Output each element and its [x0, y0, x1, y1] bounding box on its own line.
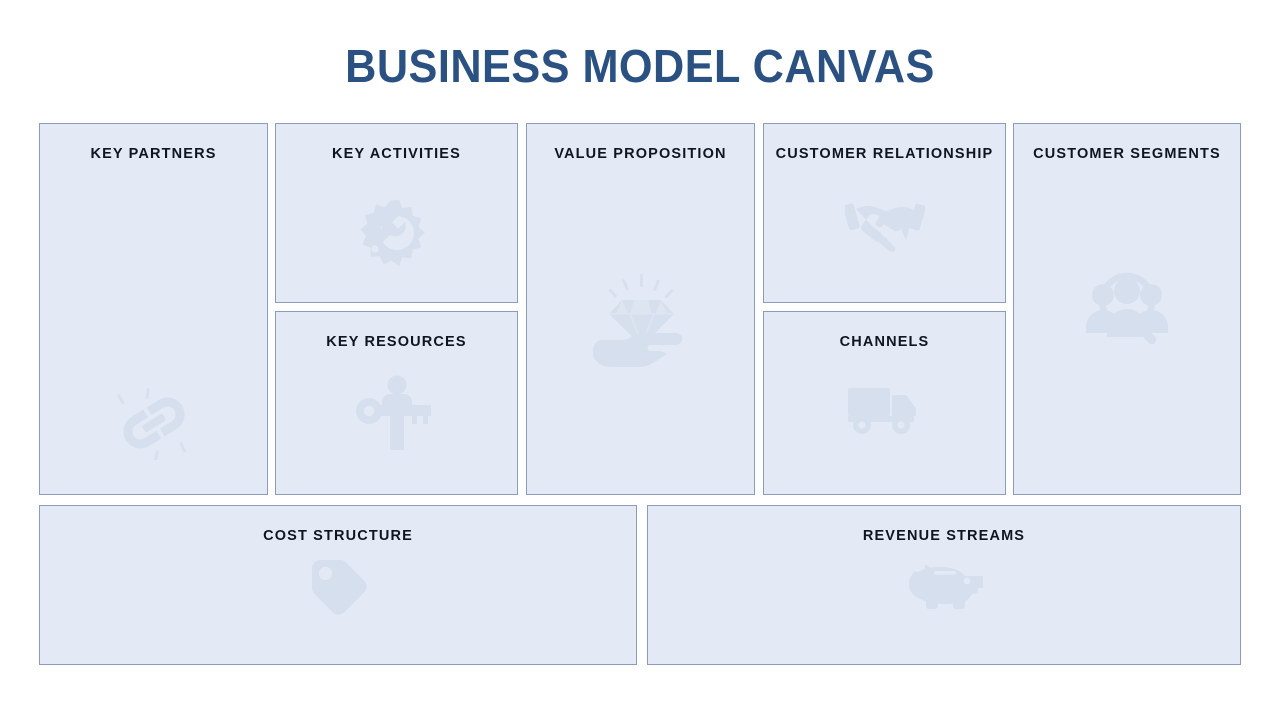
block-value-proposition[interactable]: VALUE PROPOSITION	[526, 123, 755, 495]
block-title-channels: CHANNELS	[839, 334, 930, 350]
block-title-key-activities: KEY ACTIVITIES	[332, 146, 461, 162]
page-title: BUSINESS MODEL CANVAS	[345, 40, 935, 92]
block-revenue-streams[interactable]: REVENUE STREAMS	[647, 505, 1241, 665]
price-tag-icon	[306, 554, 370, 618]
block-title-customer-segments: CUSTOMER SEGMENTS	[1033, 146, 1221, 162]
block-title-key-partners: KEY PARTNERS	[90, 146, 217, 162]
chain-link-icon	[111, 386, 197, 460]
delivery-truck-icon	[847, 382, 923, 436]
block-title-key-resources: KEY RESOURCES	[326, 334, 467, 350]
piggy-bank-icon	[905, 558, 983, 616]
block-customer-relationship[interactable]: CUSTOMER RELATIONSHIP	[763, 123, 1006, 303]
people-magnifier-icon	[1083, 269, 1171, 349]
handshake-icon	[844, 194, 925, 256]
block-title-value-proposition: VALUE PROPOSITION	[554, 146, 727, 162]
block-key-resources[interactable]: KEY RESOURCES	[275, 311, 518, 495]
person-key-icon	[355, 372, 439, 452]
block-title-revenue-streams: REVENUE STREAMS	[862, 528, 1026, 544]
block-channels[interactable]: CHANNELS	[763, 311, 1006, 495]
block-cost-structure[interactable]: COST STRUCTURE	[39, 505, 637, 665]
block-title-cost-structure: COST STRUCTURE	[263, 528, 413, 544]
hand-diamond-icon	[589, 272, 693, 372]
block-customer-segments[interactable]: CUSTOMER SEGMENTS	[1013, 123, 1241, 495]
gear-wrench-icon	[359, 194, 435, 272]
block-key-activities[interactable]: KEY ACTIVITIES	[275, 123, 518, 303]
block-key-partners[interactable]: KEY PARTNERS	[39, 123, 268, 495]
block-title-customer-relationship: CUSTOMER RELATIONSHIP	[775, 146, 994, 162]
